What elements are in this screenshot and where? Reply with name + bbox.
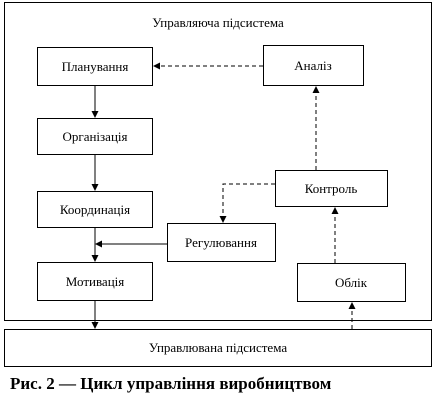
box-control xyxy=(275,170,388,207)
box-planning xyxy=(37,47,153,86)
box-regulation xyxy=(167,223,276,262)
box-accounting-label: Облік xyxy=(335,275,368,290)
managing-subsystem-title: Управляюча підсистема xyxy=(152,15,284,30)
box-coordination xyxy=(37,191,153,228)
box-organization-label: Організація xyxy=(62,129,127,144)
box-regulation-label: Регулювання xyxy=(185,235,257,250)
box-planning-label: Планування xyxy=(62,59,129,74)
arrow-control-to-regulation xyxy=(219,183,275,223)
management-cycle-diagram: Управляюча підсистема Управлювана підсис… xyxy=(4,2,432,367)
box-coordination-label: Координація xyxy=(60,202,130,217)
managed-subsystem-box xyxy=(4,329,432,367)
box-motivation-label: Мотивація xyxy=(66,274,125,289)
box-analysis xyxy=(263,45,364,86)
managed-subsystem-title: Управлювана підсистема xyxy=(149,340,287,355)
box-organization xyxy=(37,118,153,155)
managing-subsystem-frame xyxy=(4,2,432,321)
box-accounting xyxy=(297,263,406,302)
figure-caption: Рис. 2 — Цикл управління виробництвом xyxy=(10,374,332,393)
box-control-label: Контроль xyxy=(305,181,358,196)
box-motivation xyxy=(37,262,153,301)
box-analysis-label: Аналіз xyxy=(294,58,331,73)
